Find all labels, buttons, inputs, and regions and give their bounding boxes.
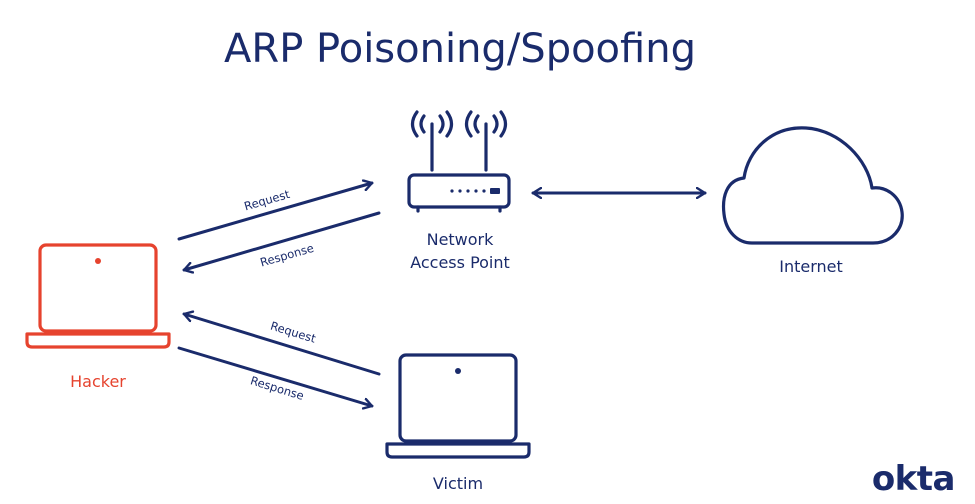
hacker-to-ap-request-arrow: [177, 183, 374, 241]
router-icon: [407, 110, 511, 213]
access-point-label-line1: Network: [427, 230, 495, 249]
cloud-icon: [721, 126, 904, 245]
internet-label: Internet: [779, 257, 843, 276]
hacker-label: Hacker: [70, 372, 126, 391]
hacker-laptop-icon: [25, 243, 171, 349]
okta-logo: okta: [872, 459, 955, 499]
victim-to-hacker-request-arrow: [182, 314, 381, 376]
router-indicator-lights: [450, 188, 500, 194]
hacker-laptop-camera: [95, 258, 101, 264]
ap-to-hacker-response-arrow: [182, 211, 381, 270]
victim-laptop-icon: [385, 353, 531, 459]
hacker-to-victim-response-arrow: [177, 346, 374, 406]
victim-laptop-camera: [455, 368, 461, 374]
access-point-label-line2: Access Point: [410, 253, 510, 272]
victim-label: Victim: [433, 474, 483, 493]
diagram-title: ARP Poisoning/Spoofing: [224, 26, 696, 72]
